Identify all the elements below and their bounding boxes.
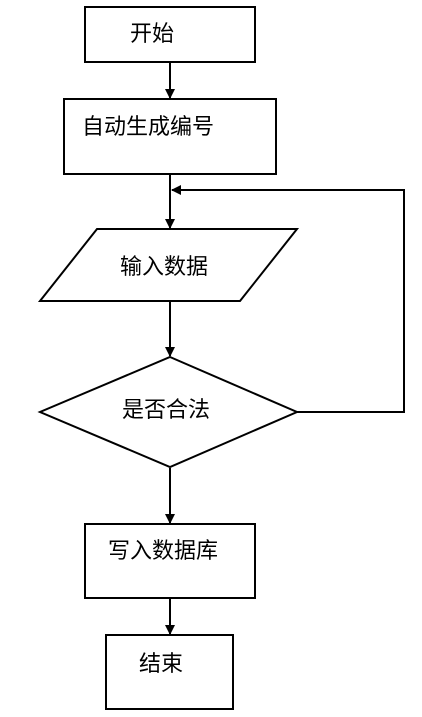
auto-number-box xyxy=(63,98,277,175)
node-start: 开始 xyxy=(84,6,256,63)
node-input: 输入数据 xyxy=(37,228,300,302)
end-box xyxy=(105,634,234,710)
input-parallelogram xyxy=(37,228,300,302)
node-write-db: 写入数据库 xyxy=(84,523,256,599)
node-auto-number: 自动生成编号 xyxy=(63,98,277,175)
check-diamond xyxy=(37,355,300,469)
start-box xyxy=(84,6,256,63)
node-end: 结束 xyxy=(105,634,234,710)
start-label: 开始 xyxy=(130,22,174,47)
write-db-label: 写入数据库 xyxy=(108,539,218,564)
auto-number-label: 自动生成编号 xyxy=(82,115,214,140)
input-label: 输入数据 xyxy=(120,255,208,280)
edge-check-loop-back xyxy=(171,185,405,413)
end-label: 结束 xyxy=(139,652,183,677)
check-label: 是否合法 xyxy=(122,398,210,423)
edges xyxy=(165,62,405,635)
node-check: 是否合法 xyxy=(37,355,300,469)
write-db-box xyxy=(84,523,256,599)
